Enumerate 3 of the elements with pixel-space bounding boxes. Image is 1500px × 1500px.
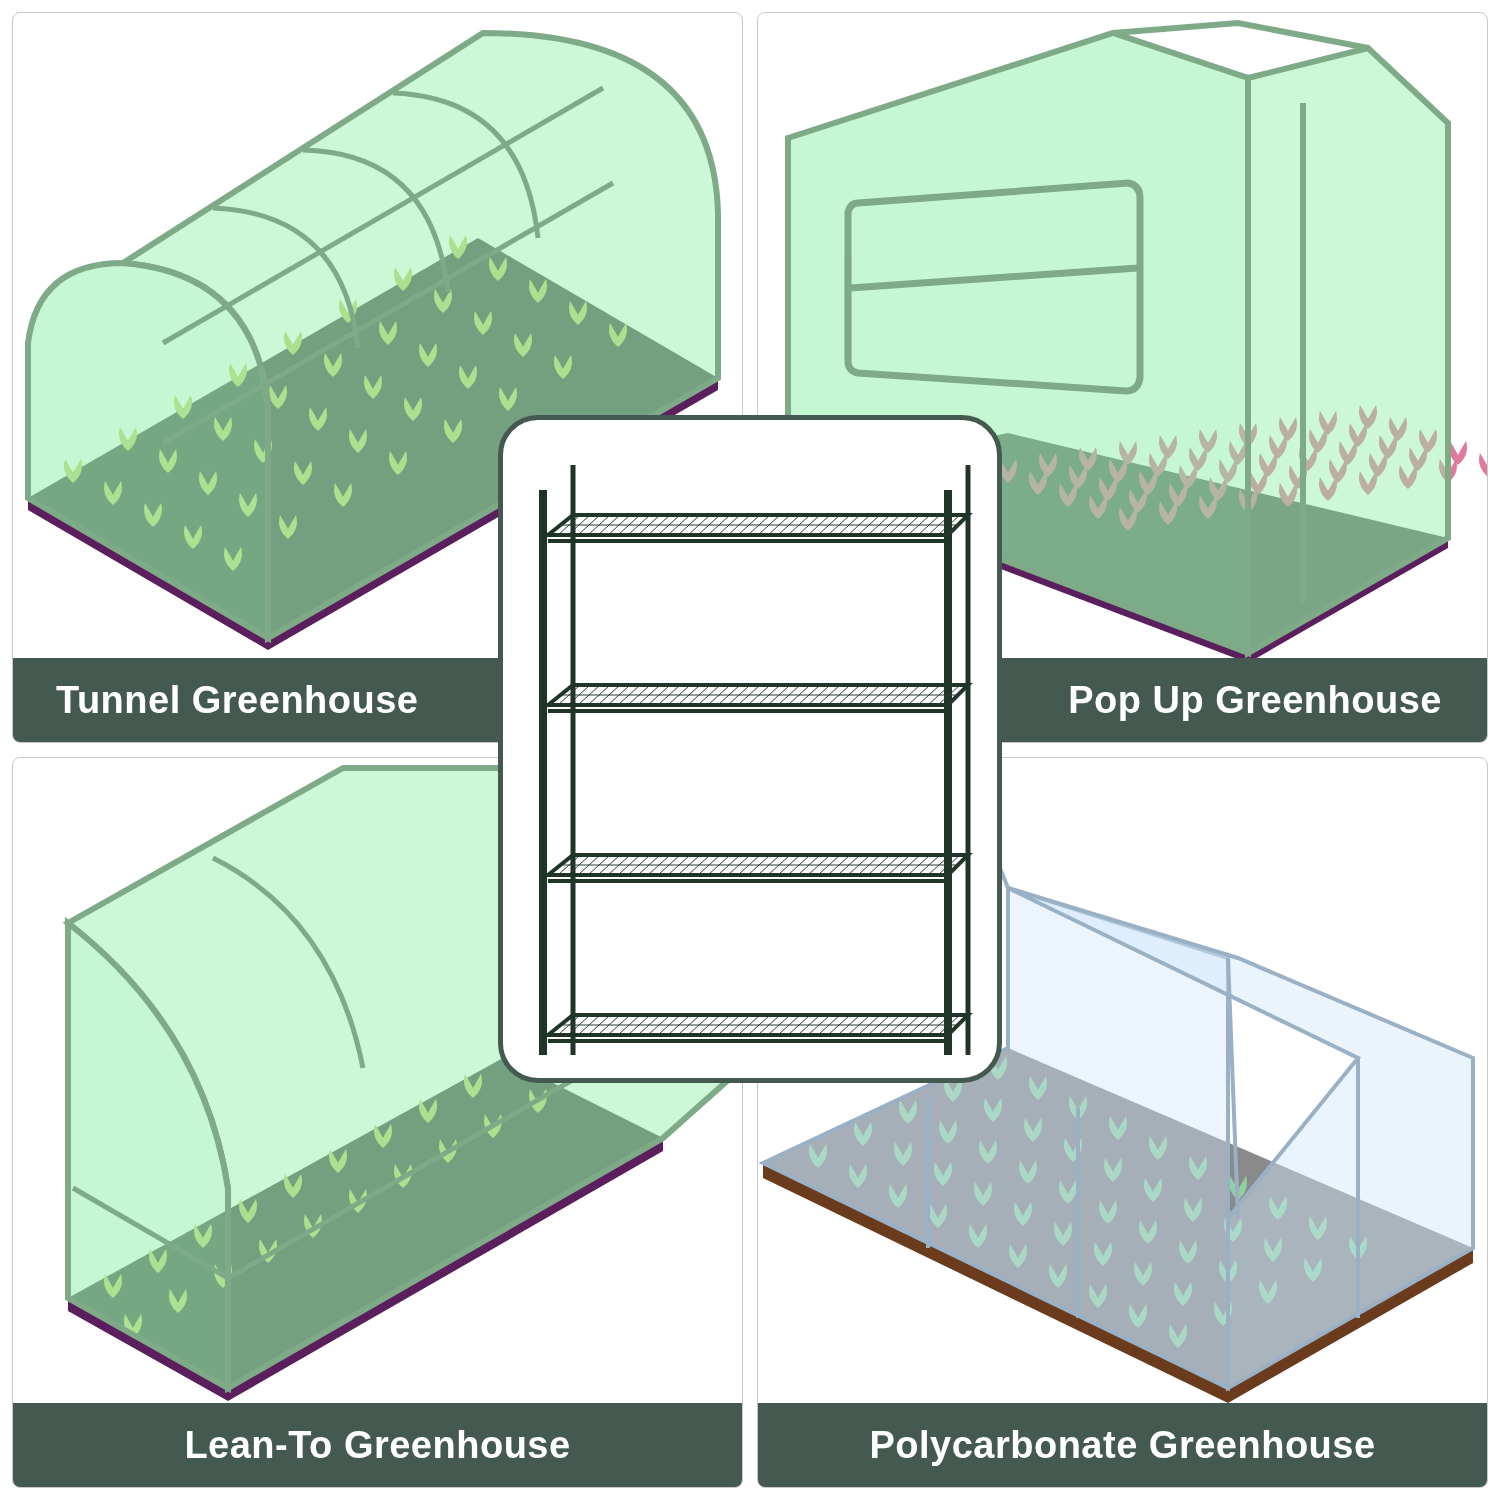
caption-bar: Lean-To Greenhouse <box>13 1403 742 1487</box>
caption-bar: Polycarbonate Greenhouse <box>758 1403 1487 1487</box>
shelf-picture-card <box>498 415 1002 1083</box>
